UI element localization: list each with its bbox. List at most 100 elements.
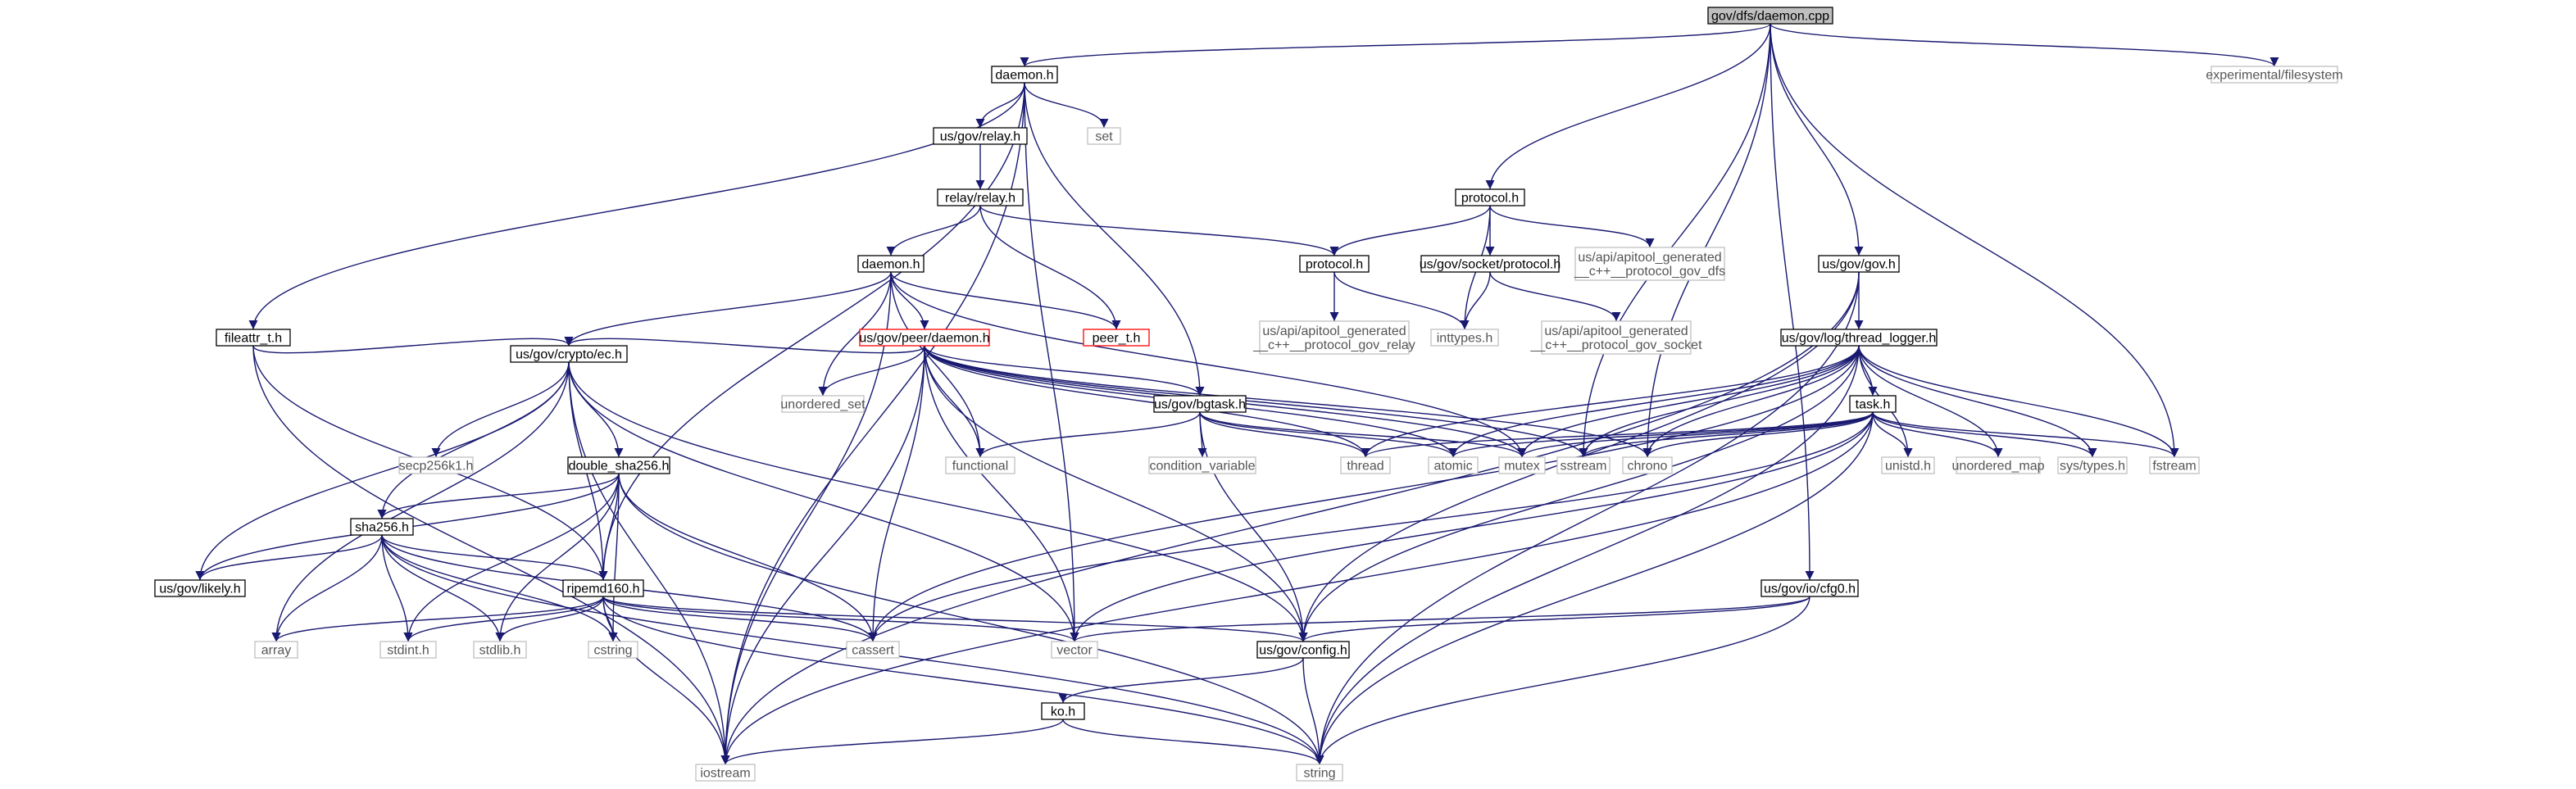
edge-us_gov_crypto_ec_h-to-array	[271, 361, 570, 642]
edge-sha256_h-to-us_gov_likely_h	[195, 534, 383, 581]
edge-sha256_h-to-ripemd160_h	[381, 534, 608, 581]
node-fileattr-t-h[interactable]: fileattr_t.h	[216, 329, 291, 347]
edge-us_gov_peer_daemon_h-to-unordered_set	[818, 345, 925, 397]
edge-gov_dfs_daemon_cpp-to-us_gov_io_cfg0_h	[1770, 23, 1815, 581]
edge-double_sha256_h-to-sha256_h	[377, 473, 620, 519]
node-daemon-h-mid[interactable]: daemon.h	[857, 255, 925, 273]
node-protocol-h[interactable]: protocol.h	[1299, 255, 1370, 273]
node-us-gov-crypto-ec-h[interactable]: us/gov/crypto/ec.h	[510, 345, 628, 363]
node-box	[1455, 188, 1525, 206]
edge-daemon_h_mid-to-mutex	[890, 271, 1527, 458]
node-label: fstream	[2152, 460, 2196, 474]
node-task-h[interactable]: task.h	[1849, 395, 1897, 413]
node-thread-logger-h[interactable]: us/gov/log/thread_logger.h	[1780, 329, 1938, 347]
node-label: us/gov/bgtask.h	[1154, 398, 1246, 412]
edge-thread_logger_h-to-sstream	[1579, 345, 1860, 458]
node-label: us/gov/io/cfg0.h	[1764, 583, 1856, 596]
edge-ko_h-to-iostream	[720, 719, 1064, 765]
node-us-gov-config-h[interactable]: us/gov/config.h	[1256, 641, 1350, 659]
node-box	[846, 641, 900, 659]
edge-task_h-to-fstream	[1872, 411, 2179, 458]
edge-double_sha256_h-to-stdint_h	[403, 473, 620, 642]
edge-ripemd160_h-to-string	[602, 596, 1324, 765]
node-chrono: chrono	[1622, 456, 1673, 474]
node-label: __c++__protocol_gov_dfs	[1574, 265, 1725, 279]
node-box	[781, 395, 865, 413]
edge-sha256_h-to-stdlib_h	[381, 534, 505, 642]
node-us-gov-gov-h[interactable]: us/gov/gov.h	[1818, 255, 1900, 273]
node-label: condition_variable	[1150, 460, 1256, 474]
node-box	[695, 764, 756, 782]
node-box	[1956, 456, 2041, 474]
node-box	[1041, 702, 1085, 720]
node-label: secp256k1.h	[399, 460, 474, 474]
edge-us_gov_peer_daemon_h-to-iostream	[720, 345, 925, 765]
node-ko-h[interactable]: ko.h	[1041, 702, 1085, 720]
node-box	[1760, 579, 1859, 597]
node-box	[154, 579, 246, 597]
edge-us_gov_peer_daemon_h-to-vector	[924, 345, 1079, 642]
node-box	[1296, 764, 1343, 782]
node-box	[1083, 329, 1150, 347]
node-gov-dfs-daemon-cpp[interactable]: gov/dfs/daemon.cpp	[1707, 7, 1833, 25]
node-box	[2149, 456, 2200, 474]
edge-relay_relay_h-to-daemon_h_mid	[886, 205, 981, 256]
node-label: fileattr_t.h	[225, 332, 282, 346]
node-us-gov-bgtask-h[interactable]: us/gov/bgtask.h	[1153, 395, 1247, 413]
edge-task_h-to-vector	[1070, 411, 1874, 642]
node-functional: functional	[945, 456, 1015, 474]
node-label: thread	[1347, 460, 1383, 474]
edge-us_gov_crypto_ec_h-to-us_gov_likely_h	[195, 361, 570, 581]
node-label: double_sha256.h	[569, 460, 670, 474]
node-label: stdint.h	[387, 644, 429, 658]
node-double-sha256-h[interactable]: double_sha256.h	[567, 456, 670, 474]
edge-daemon_h_top-to-us_gov_relay_h	[975, 82, 1025, 129]
node-ripemd160-h[interactable]: ripemd160.h	[562, 579, 644, 597]
node-us-gov-io-cfg0-h[interactable]: us/gov/io/cfg0.h	[1760, 579, 1859, 597]
node-box	[1556, 456, 1611, 474]
node-label: us/gov/peer/daemon.h	[859, 332, 989, 346]
node-box	[991, 66, 1058, 84]
edge-ripemd160_h-to-iostream	[602, 596, 730, 765]
node-box	[2210, 66, 2338, 84]
node-us-gov-socket-protocol-h[interactable]: us/gov/socket/protocol.h	[1420, 255, 1561, 273]
node-box	[588, 641, 638, 659]
edge-task_h-to-string	[1315, 411, 1874, 765]
node-unordered-map: unordered_map	[1952, 456, 2045, 474]
edge-daemon_h_top-to-us_gov_bgtask_h	[1024, 82, 1205, 397]
edge-task_h-to-sstream	[1579, 411, 1874, 458]
node-us-gov-peer-daemon-h[interactable]: us/gov/peer/daemon.h	[859, 329, 990, 347]
edge-task_h-to-unordered_map	[1872, 411, 2003, 458]
edge-thread_logger_h-to-fstream	[1858, 345, 2179, 458]
node-box	[1622, 456, 1673, 474]
node-box	[1780, 329, 1938, 347]
node-label: cassert	[852, 644, 894, 658]
node-us-gov-relay-h[interactable]: us/gov/relay.h	[933, 127, 1028, 145]
dependency-nodes: gov/dfs/daemon.cpp daemon.h experimental/f…	[154, 7, 2343, 782]
edge-daemon_h_top-to-iostream	[720, 82, 1025, 765]
edge-us_gov_peer_daemon_h-to-us_gov_config_h	[924, 345, 1308, 642]
node-label: __c++__protocol_gov_socket	[1529, 338, 1702, 352]
edge-us_gov_io_cfg0_h-to-us_gov_config_h	[1298, 596, 1810, 642]
node-experimental-filesystem: experimental/filesystem	[2206, 66, 2343, 84]
node-peer-t-h[interactable]: peer_t.h	[1083, 329, 1150, 347]
edge-us_gov_bgtask_h-to-atomic	[1199, 411, 1458, 458]
node-protocol-h-top[interactable]: protocol.h	[1455, 188, 1525, 206]
node-unistd-h: unistd.h	[1881, 456, 1935, 474]
edge-double_sha256_h-to-cstring	[608, 473, 620, 642]
node-sha256-h[interactable]: sha256.h	[350, 518, 414, 536]
node-box	[254, 641, 298, 659]
edge-thread_logger_h-to-chrono	[1642, 345, 1860, 458]
node-iostream: iostream	[695, 764, 756, 782]
node-us-gov-likely-h[interactable]: us/gov/likely.h	[154, 579, 246, 597]
node-box	[567, 456, 670, 474]
edge-us_gov_socket_protocol_h-to-apitool_socket	[1489, 271, 1621, 322]
node-label: stdlib.h	[479, 644, 521, 658]
node-label: us/api/apitool_generated	[1544, 324, 1688, 338]
edge-task_h-to-mutex	[1517, 411, 1874, 458]
edge-us_gov_io_cfg0_h-to-vector	[1070, 596, 1810, 642]
edge-task_h-to-chrono	[1642, 411, 1874, 458]
node-relay-relay-h[interactable]: relay/relay.h	[937, 188, 1024, 206]
node-apitool-socket: us/api/apitool_generated__c++__protocol_…	[1529, 320, 1702, 355]
node-daemon-h-top[interactable]: daemon.h	[991, 66, 1058, 84]
